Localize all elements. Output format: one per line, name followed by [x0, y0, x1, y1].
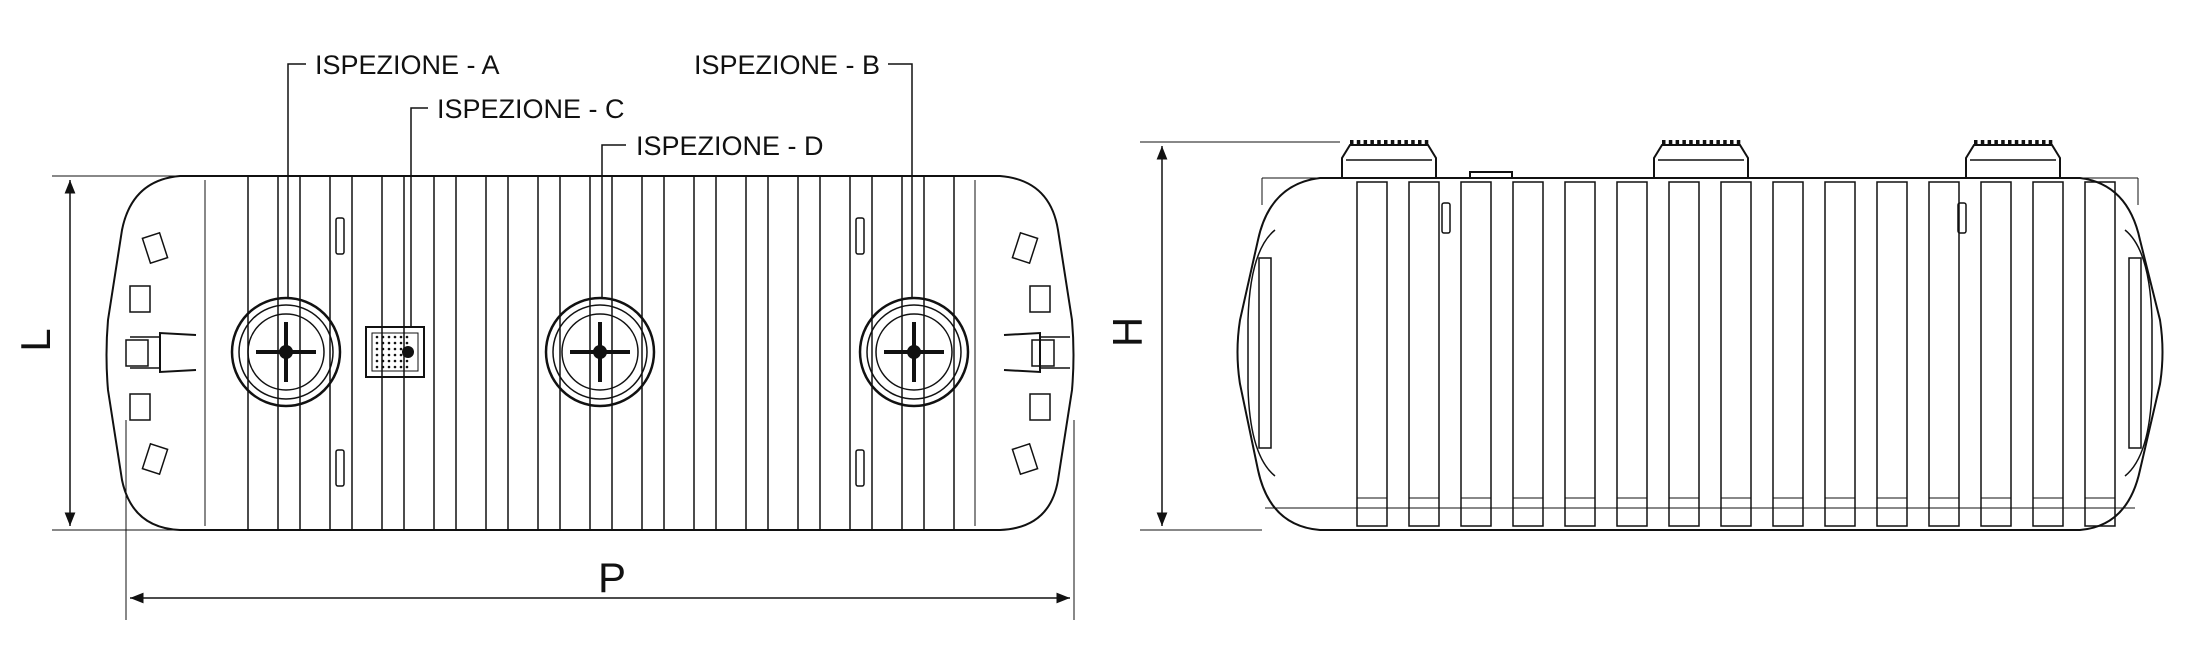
- side-view-ribs: [1356, 181, 2116, 527]
- top-rib: [819, 175, 851, 531]
- side-view: H: [1104, 140, 2164, 531]
- inspection-cover-c-side: [1469, 171, 1513, 178]
- manhole-b: [858, 296, 970, 408]
- top-rib: [767, 175, 799, 531]
- side-rib: [1408, 181, 1440, 527]
- top-view-outline: [105, 175, 1075, 531]
- side-view-end-cap-left: [1247, 229, 1276, 477]
- side-rib: [1720, 181, 1752, 527]
- dimension-h: [1140, 141, 1340, 531]
- dimension-p-label: P: [598, 554, 626, 601]
- dimension-p: [125, 420, 1075, 620]
- side-slot-right: [1957, 202, 1967, 234]
- side-rib: [1928, 181, 1960, 527]
- manhole-a: [230, 296, 342, 408]
- lid-left: [1341, 140, 1437, 178]
- side-rib: [1772, 181, 1804, 527]
- side-end-band-left: [1258, 257, 1272, 449]
- side-rib: [1876, 181, 1908, 527]
- inspection-grid-c: [365, 326, 425, 378]
- callout-ispezione-d: ISPEZIONE - D: [636, 131, 824, 161]
- side-view-outline: [1236, 177, 2164, 531]
- dimension-h-label: H: [1104, 317, 1151, 347]
- top-view: ISPEZIONE - A ISPEZIONE - C ISPEZIONE - …: [12, 50, 1075, 620]
- lid-right: [1965, 140, 2061, 178]
- side-slot-left: [1441, 202, 1451, 234]
- side-rib: [1564, 181, 1596, 527]
- callout-ispezione-c: ISPEZIONE - C: [437, 94, 625, 124]
- side-rib: [1668, 181, 1700, 527]
- top-rib: [351, 175, 383, 531]
- side-view-end-cap-right: [2124, 229, 2153, 477]
- manhole-d: [544, 296, 656, 408]
- lid-center: [1653, 140, 1749, 178]
- dimension-l-label: L: [12, 328, 59, 351]
- side-rib: [1980, 181, 2012, 527]
- side-rib: [1824, 181, 1856, 527]
- pipe-stub-right: [1003, 331, 1070, 374]
- top-rib: [455, 175, 487, 531]
- pipe-stub-left: [130, 331, 197, 374]
- side-rib: [1616, 181, 1648, 527]
- callout-leaders: [287, 63, 913, 327]
- dimension-l: [52, 175, 176, 531]
- side-rib: [1460, 181, 1492, 527]
- side-rib: [2032, 181, 2064, 527]
- top-rib: [715, 175, 747, 531]
- callout-ispezione-a: ISPEZIONE - A: [315, 50, 500, 80]
- side-rib: [2084, 181, 2116, 527]
- callout-ispezione-b: ISPEZIONE - B: [694, 50, 880, 80]
- side-rib: [1356, 181, 1388, 527]
- side-lugs: [125, 231, 1055, 476]
- top-rib: [507, 175, 539, 531]
- side-rib: [1512, 181, 1544, 527]
- top-rib: [663, 175, 695, 531]
- side-end-band-right: [2128, 257, 2142, 449]
- top-view-slots: [335, 217, 865, 487]
